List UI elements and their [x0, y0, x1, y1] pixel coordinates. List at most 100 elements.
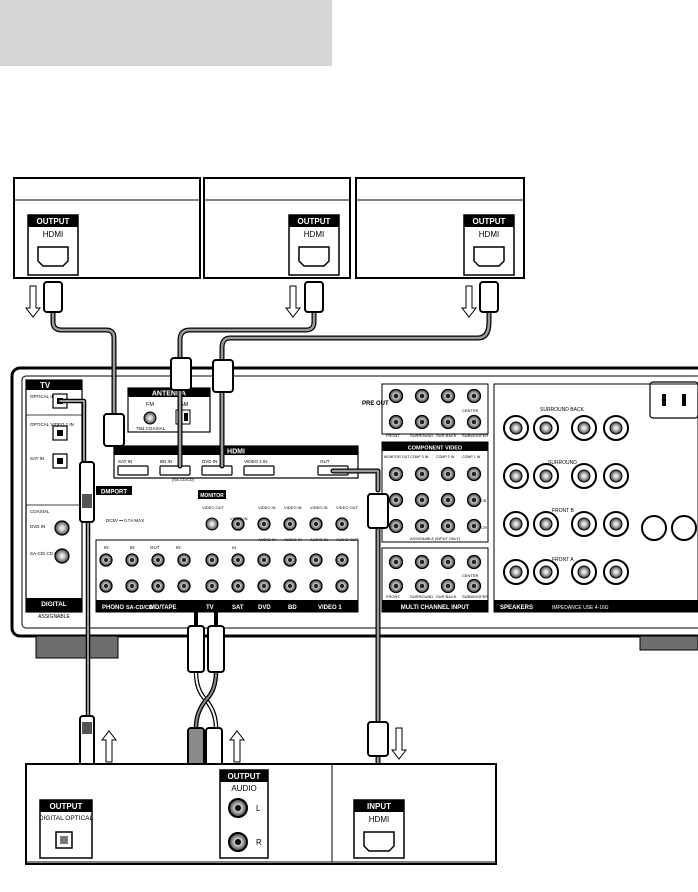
speaker-terminal-screw	[539, 565, 553, 579]
impedance-label: IMPEDANCE USE 4-16Ω	[552, 605, 609, 611]
tv-audio-output-title: OUTPUT	[228, 772, 261, 781]
rca-jack-right-center	[209, 583, 215, 589]
fm-coax-label: 75Ω COAXIAL	[136, 426, 166, 431]
hdmi-bd-in-port[interactable]	[159, 465, 191, 476]
multich-jack-center	[445, 583, 451, 589]
spk-front-b-label: FRONT B	[552, 508, 575, 514]
speaker-terminal-screw	[509, 517, 523, 531]
digital-assignable-label: ASSIGNABLE	[38, 614, 70, 620]
pre-subwoofer-label: SUBWOOFER	[462, 433, 488, 438]
coax-sacd-label: SA-CD/ CD IN	[30, 551, 59, 556]
speakers-label: SPEAKERS	[500, 605, 533, 611]
speaker-terminal-screw	[609, 517, 623, 531]
pre-out-label: PRE OUT	[362, 401, 389, 407]
monitor-video-out-jack[interactable]	[205, 517, 219, 531]
multich-jack-center	[471, 583, 477, 589]
receiver-rear-panel: TV OPTICAL IN OPTICAL VIDEO 1 IN SAT IN …	[10, 366, 698, 659]
source-device-1: OUTPUT HDMI	[13, 177, 201, 279]
rca-jack-left-center	[261, 557, 267, 563]
analog-audio-jacks	[99, 517, 349, 593]
bd-audio-in-label: AUDIO IN	[310, 537, 328, 542]
tv-audio-right-label: R	[256, 838, 262, 847]
mdtape-label: MD/TAPE	[150, 605, 177, 611]
hdmi-port-icon[interactable]	[37, 246, 69, 267]
tv-audio-output-type: AUDIO	[231, 784, 256, 793]
component-jack-center	[445, 497, 451, 503]
tv-hdmi-input-port[interactable]	[363, 831, 395, 852]
optical-sat-label: SAT IN	[30, 456, 44, 461]
bd-label: BD	[288, 605, 297, 611]
phono-label: PHONO	[102, 605, 124, 611]
dmport-label: DMPORT	[101, 490, 127, 496]
multich-jack-center	[445, 559, 451, 565]
rca-jack-left-center	[103, 557, 109, 563]
pre-out-jack-center	[419, 393, 425, 399]
spk-surround-label: SURROUND	[548, 460, 577, 466]
mci-surback-label: SUR BACK	[436, 594, 457, 599]
pre-surback-label: SUR BACK	[436, 433, 457, 438]
fm-label: FM	[146, 402, 154, 408]
hdmi-port-icon[interactable]	[473, 246, 505, 267]
multich-jack-center	[393, 559, 399, 565]
pre-component-multich-jacks	[388, 388, 482, 594]
multich-jack-center	[419, 559, 425, 565]
video1-audio-out-label: AUDIO OUT	[336, 537, 359, 542]
rca-jack-right-center	[103, 583, 109, 589]
optical-in-label: OPTICAL IN	[30, 394, 55, 399]
component-jack-center	[419, 523, 425, 529]
speaker-terminal-screw	[539, 469, 553, 483]
rca-jack-left-center	[339, 557, 345, 563]
speaker-terminal-screw	[609, 469, 623, 483]
speaker-terminal-screw	[539, 517, 553, 531]
component-video-label: COMPONENT VIDEO	[408, 446, 463, 452]
coax-jack-sacd[interactable]	[54, 548, 70, 564]
rca-jack-left-center	[155, 557, 161, 563]
video-jack-center	[313, 521, 319, 527]
ac-outlet	[649, 381, 698, 419]
hdmi-dvd-label: DVD IN	[202, 459, 217, 464]
comp-assignable-label: ASSIGNABLE (INPUT ONLY)	[410, 537, 461, 541]
source-1-output-title: OUTPUT	[37, 217, 70, 226]
hdmi-video1-in-port[interactable]	[243, 465, 275, 476]
tv-device: OUTPUT DIGITAL OPTICAL OUTPUT AUDIO L R …	[25, 763, 497, 865]
hdmi-dvd-in-port[interactable]	[201, 465, 233, 476]
hdmi-sat-in-port[interactable]	[117, 465, 149, 476]
speaker-terminal[interactable]	[671, 515, 697, 541]
speaker-terminal-screw	[577, 421, 591, 435]
mci-center-label: CENTER	[462, 573, 479, 578]
hdmi-port-icon[interactable]	[298, 246, 330, 267]
pre-front-label: FRONT	[386, 433, 400, 438]
component-jack-center	[471, 523, 477, 529]
hdmi-bd-label: BD IN	[160, 459, 172, 464]
speaker-terminals	[503, 415, 697, 585]
comp2-in-label: COMP 2 IN	[436, 455, 455, 459]
rca-jack-left-center	[129, 557, 135, 563]
mdtape-in-label: IN	[176, 545, 181, 550]
component-jack-center	[471, 471, 477, 477]
comp-monitor-out-label: MONITOR OUT	[384, 455, 410, 459]
tv-input-title: INPUT	[367, 802, 391, 811]
video-jack-center	[287, 521, 293, 527]
mci-front-label: FRONT	[386, 594, 400, 599]
speaker-terminal[interactable]	[641, 515, 667, 541]
section-header-tab	[0, 0, 332, 66]
rca-jack-right-center	[287, 583, 293, 589]
rca-jack-left-center	[209, 557, 215, 563]
optical-video1-label: OPTICAL VIDEO 1 IN	[30, 422, 74, 427]
hdmi-out-label: OUT	[320, 459, 330, 464]
source-device-3: OUTPUT HDMI	[355, 177, 525, 279]
mci-surround-label: SURROUND	[410, 594, 433, 599]
multich-jack-center	[471, 559, 477, 565]
multich-jack-center	[393, 583, 399, 589]
signal-direction-arrows	[24, 285, 478, 763]
fm-antenna-jack[interactable]	[143, 411, 157, 425]
dmport-spec-label: DC5V ⎓ 0.7A MAX	[106, 518, 144, 523]
sat-video-in-label: VIDEO IN	[258, 505, 276, 510]
hdmi-video1-label: VIDEO 1 IN	[244, 459, 268, 464]
coax-jack-dvd[interactable]	[54, 520, 70, 536]
digital-label: DIGITAL	[41, 601, 67, 608]
sat-audio-in-label: AUDIO IN	[258, 537, 276, 542]
tv-video-in-label: VIDEO IN	[230, 516, 248, 521]
tv-audio-in-label: IN	[232, 545, 236, 550]
